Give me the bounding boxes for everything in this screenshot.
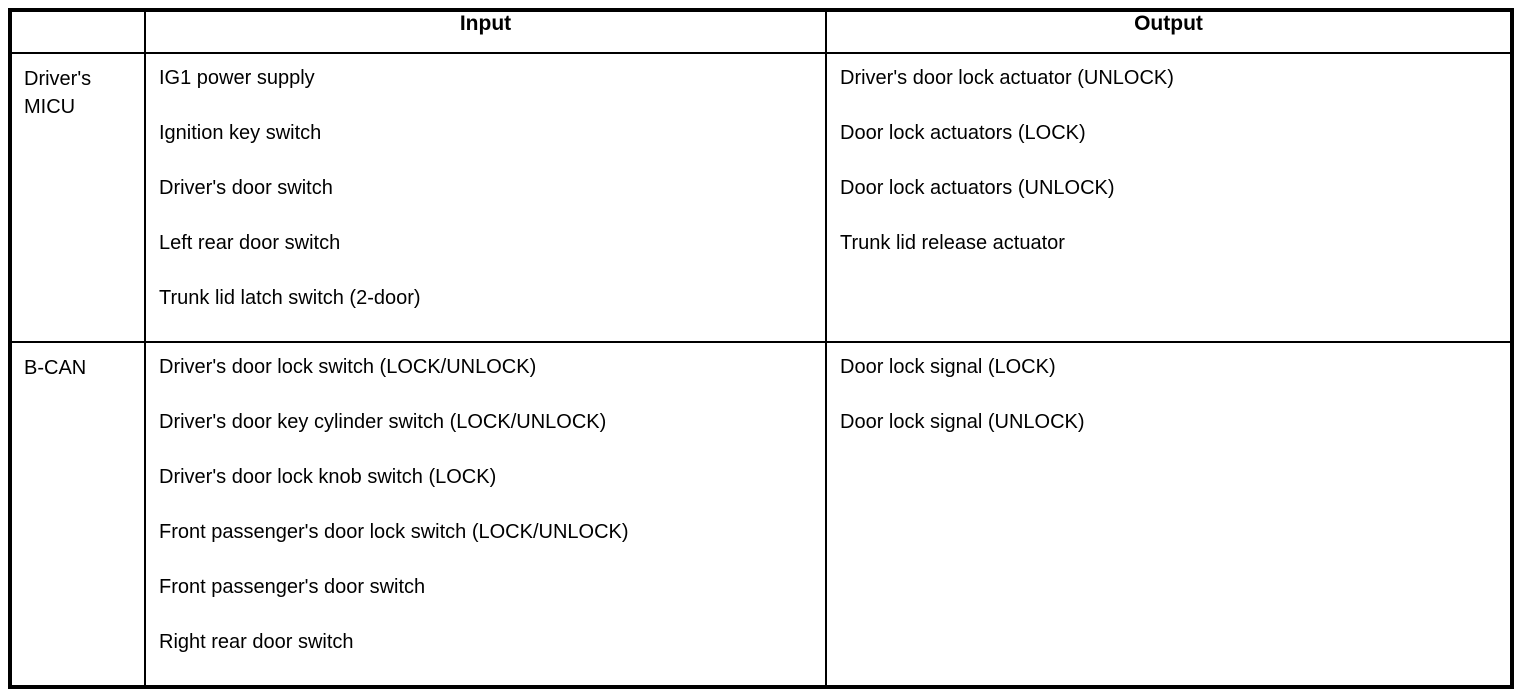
output-cell-b-can: Door lock signal (LOCK) Door lock signal… [825, 341, 1513, 688]
input-item: Front passenger's door lock switch (LOCK… [159, 521, 629, 543]
table-row-drivers-micu: Driver's MICU IG1 power supply Ignition … [9, 52, 1513, 343]
output-cell-drivers-micu: Driver's door lock actuator (UNLOCK) Doo… [825, 52, 1513, 343]
output-item: Driver's door lock actuator (UNLOCK) [840, 67, 1174, 89]
input-item: Front passenger's door switch [159, 576, 426, 598]
input-item: Driver's door key cylinder switch (LOCK/… [159, 411, 607, 433]
header-input: Input [144, 9, 827, 54]
output-item: Door lock actuators (LOCK) [840, 122, 1086, 144]
input-item: Ignition key switch [159, 122, 322, 144]
input-item: Right rear door switch [159, 631, 354, 653]
header-blank [9, 9, 146, 54]
input-item: Driver's door lock switch (LOCK/UNLOCK) [159, 356, 537, 378]
table-row-b-can: B-CAN Driver's door lock switch (LOCK/UN… [9, 341, 1513, 688]
input-item: IG1 power supply [159, 67, 315, 89]
output-item: Trunk lid release actuator [840, 232, 1065, 254]
output-item: Door lock signal (LOCK) [840, 356, 1056, 378]
header-output: Output [825, 9, 1513, 54]
table-header-row: Input Output [9, 9, 1513, 54]
input-item: Driver's door lock knob switch (LOCK) [159, 466, 497, 488]
input-item: Driver's door switch [159, 177, 333, 199]
input-cell-drivers-micu: IG1 power supply Ignition key switch Dri… [144, 52, 827, 343]
output-item: Door lock actuators (UNLOCK) [840, 177, 1115, 199]
row-label-b-can: B-CAN [9, 341, 146, 688]
input-item: Left rear door switch [159, 232, 341, 254]
input-cell-b-can: Driver's door lock switch (LOCK/UNLOCK) … [144, 341, 827, 688]
row-label-drivers-micu: Driver's MICU [9, 52, 146, 343]
output-item: Door lock signal (UNLOCK) [840, 411, 1085, 433]
input-item: Trunk lid latch switch (2-door) [159, 287, 421, 309]
input-output-table: Input Output Driver's MICU IG1 power sup… [8, 8, 1514, 689]
